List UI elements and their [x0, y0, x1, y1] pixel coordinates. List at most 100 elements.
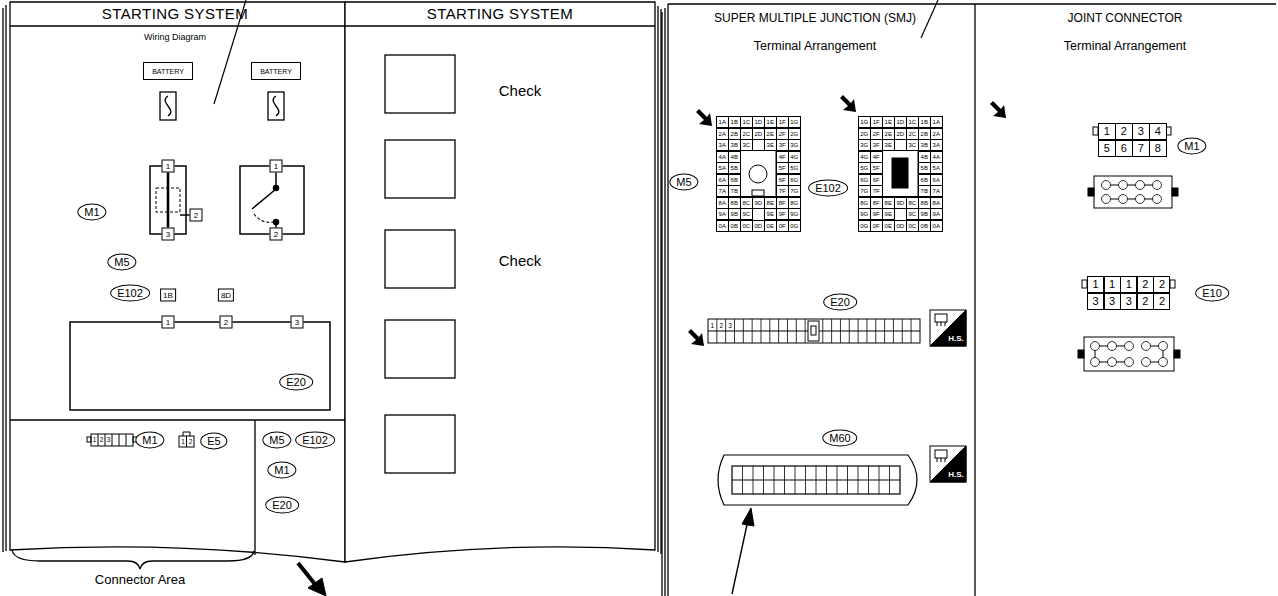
pointer-arrow [840, 95, 856, 112]
terminal-cell: 6G [858, 174, 871, 186]
cavity-stroke [868, 466, 869, 494]
connector-callout: M1 [1177, 138, 1206, 155]
node-text: M5 [676, 177, 691, 188]
harness-side-icon [930, 310, 966, 346]
joint-connector-sketch [1088, 188, 1094, 196]
cavity-stroke [725, 319, 726, 343]
terminal-cell: 7G [858, 185, 871, 197]
node-text: M1 [84, 207, 99, 218]
terminal-cell: 3C [740, 139, 753, 151]
pointer-arrow [840, 95, 856, 112]
smj-face [749, 165, 767, 183]
terminal-cell: 0F [870, 220, 883, 232]
terminal-cell: 3B [728, 139, 741, 151]
terminal-cell: 1A [716, 116, 729, 128]
cavity-stroke [784, 466, 785, 494]
battery-box: BATTERY [251, 62, 301, 80]
terminal-cell: 9D [894, 197, 907, 209]
terminal-cell: 7B [918, 185, 931, 197]
joint-connector-sketch [1078, 350, 1084, 358]
terminal-cell: 9A [716, 208, 729, 220]
cavity-hole [1091, 358, 1100, 367]
terminal-cell: 2D [894, 128, 907, 140]
terminal-cell: 4F [776, 151, 789, 163]
terminal-cell: 7F [776, 185, 789, 197]
terminal-cell: 2G [858, 128, 871, 140]
terminal-cell: 0D [752, 220, 765, 232]
terminal-cell: 0F [776, 220, 789, 232]
terminal-pin: 2 [270, 228, 283, 241]
joint-connector-sketch [1078, 127, 1180, 371]
switch-symbol [274, 186, 279, 191]
joint-connector-sketch [1084, 337, 1174, 371]
joint-connector-sketch [1170, 280, 1175, 288]
terminal-cell: 0D [894, 220, 907, 232]
terminal-cell: 6F [776, 174, 789, 186]
node-text: 2 [224, 318, 228, 326]
terminal-cell: 3 [1132, 123, 1150, 140]
terminal-cell: 1B [918, 116, 931, 128]
harness-side-icon [930, 446, 966, 482]
cavity-stroke [805, 319, 806, 343]
terminal-cell: 4B [728, 151, 741, 163]
node-text: M1 [142, 435, 157, 446]
relay-symbol [180, 214, 190, 216]
harness-side-icon [937, 322, 945, 326]
terminal-cell: 0E [764, 220, 777, 232]
pin-number: 3 [107, 437, 111, 444]
terminal-cell: 3G [788, 139, 801, 151]
connector-callout: M1 [77, 204, 106, 221]
terminal-cell: 9C [740, 208, 753, 220]
cavity-hole [1136, 181, 1145, 190]
terminal-cell: 9F [776, 208, 789, 220]
cavity-stroke [778, 319, 779, 343]
terminal-cell: 2D [752, 128, 765, 140]
page-heading: STARTING SYSTEM [102, 6, 248, 21]
cavity-hole [1153, 195, 1162, 204]
relay-symbol [150, 166, 190, 234]
switch-symbol [254, 214, 273, 222]
node-text: 8D [221, 291, 231, 299]
terminal-cell: 5A [930, 162, 943, 174]
terminal-cell: 3C [906, 139, 919, 151]
pin-number: 1 [93, 437, 97, 444]
cavity-stroke [837, 466, 838, 494]
terminal-cell: 1 [1087, 276, 1104, 293]
connector-callout: M5 [107, 254, 136, 271]
fuse-symbol [273, 96, 279, 116]
terminal-cell: 1 [1120, 276, 1137, 293]
terminal-cell: 1E [882, 116, 895, 128]
leader-line [921, 0, 938, 38]
connector-sketch [98, 434, 126, 446]
terminal-cell: 2 [1137, 293, 1154, 310]
terminal-cell: 5B [918, 162, 931, 174]
terminal-cell: 1F [870, 116, 883, 128]
pin-number: 2 [100, 437, 104, 444]
connector-sketch [91, 434, 133, 446]
cavity-hole [1102, 195, 1111, 204]
check-heading: Check [499, 83, 542, 98]
terminal-cell: 2B [728, 128, 741, 140]
terminal-cell: 9F [870, 208, 883, 220]
terminal-cell: 6F [870, 174, 883, 186]
check-box [385, 55, 455, 473]
terminal-cell: 6B [918, 174, 931, 186]
harness-side-icon [935, 450, 947, 458]
cavity-hole [1142, 342, 1151, 351]
e20-connector [708, 319, 920, 343]
pin-number: 2 [189, 438, 193, 445]
left-book-pages [345, 2, 655, 562]
node-text: E20 [830, 297, 850, 308]
node-text: 3 [295, 318, 299, 326]
terminal-cell: 8E [882, 197, 895, 209]
left-book-pages [10, 420, 345, 555]
terminal-pin: 1 [270, 160, 283, 173]
terminal-cell: 6G [788, 174, 801, 186]
connector-callout: E102 [295, 432, 335, 449]
node-text: E102 [815, 183, 841, 194]
left-book-pages [10, 2, 345, 562]
terminal-cell: 7F [870, 185, 883, 197]
terminal-cell: 0G [788, 220, 801, 232]
connector-callout: M1 [267, 462, 296, 479]
